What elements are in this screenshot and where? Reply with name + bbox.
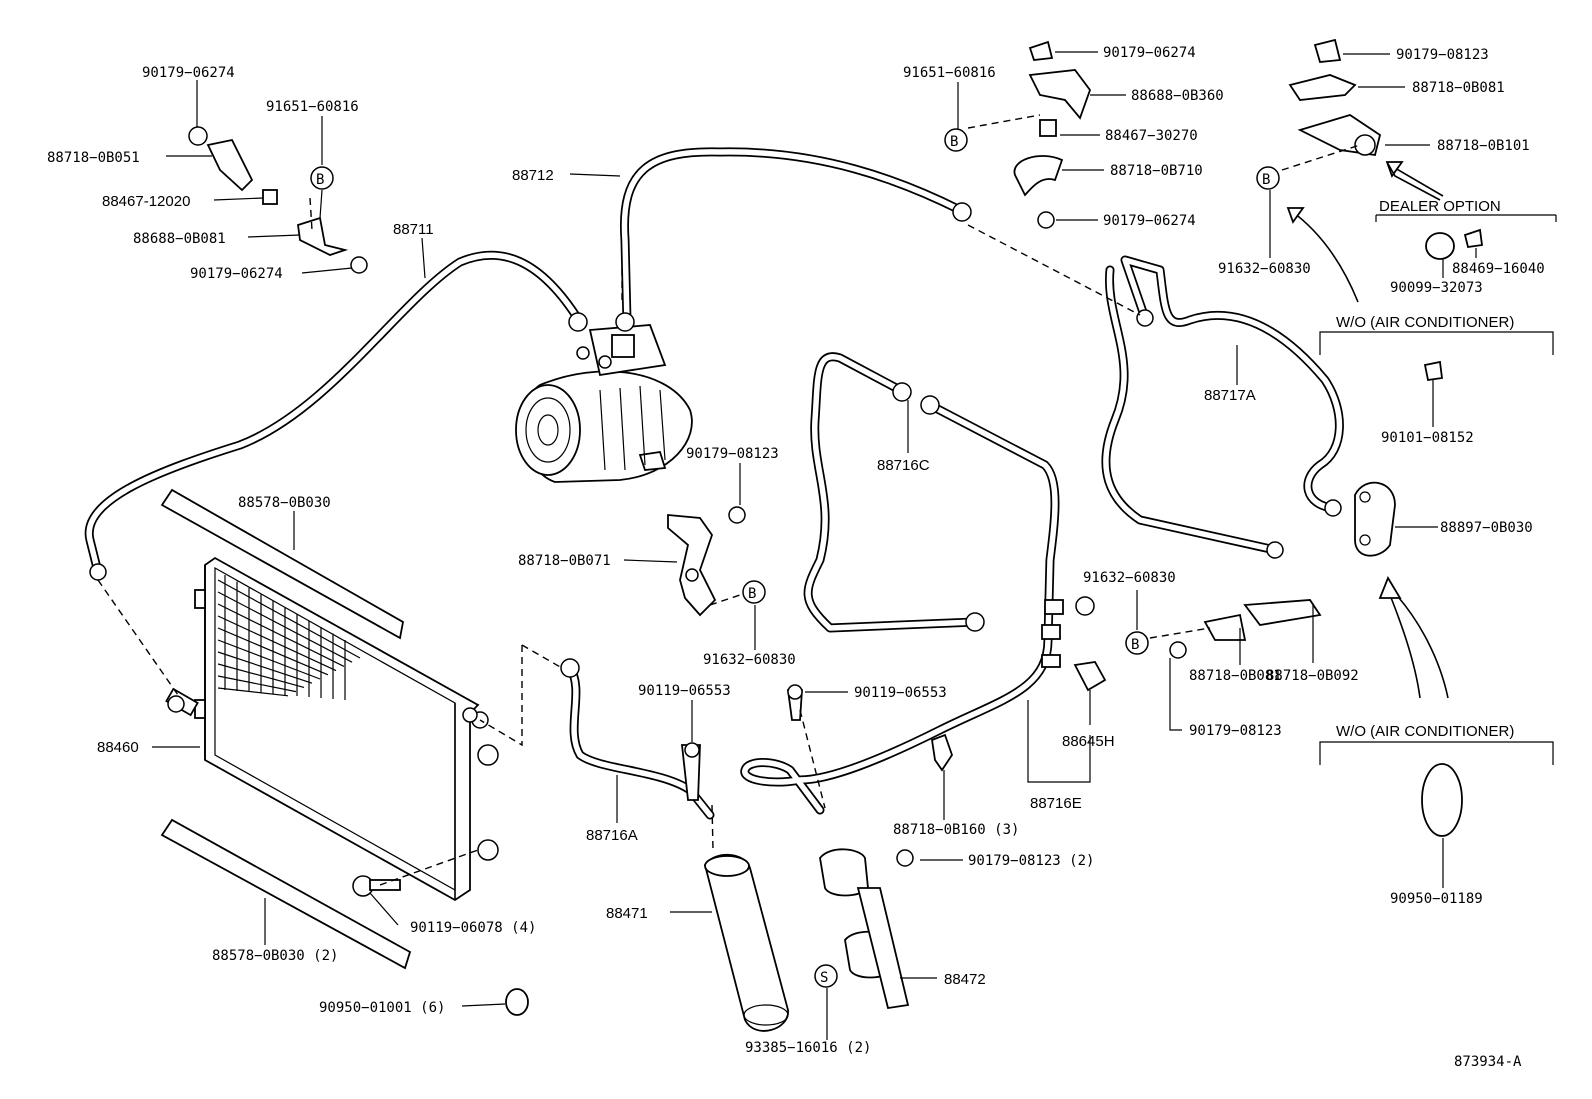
leader-lines [97,51,1557,1040]
label-88469-16040: 88469−16040 [1452,261,1545,277]
condenser-grid [217,575,361,700]
label-88718-0B081-r: 88718−0B081 [1412,80,1505,96]
callout-s: S [814,964,838,988]
label-90119-06078-4: 90119−06078 (4) [410,920,536,936]
label-90179-06274-l2: 90179−06274 [190,266,283,282]
label-88711: 88711 [393,221,434,238]
label-88718-0B071: 88718−0B071 [518,553,611,569]
label-88472: 88472 [944,971,986,988]
label-90179-06274-tl: 90179−06274 [142,65,235,81]
label-91651-60816-t: 91651−60816 [903,65,996,81]
label-88645H: 88645H [1062,733,1115,750]
label-88717A: 88717A [1204,387,1256,404]
label-90101-08152: 90101−08152 [1381,430,1474,446]
label-88716A: 88716A [586,827,638,844]
callout-b-3: B [944,128,968,152]
label-90950-01189: 90950−01189 [1390,891,1483,907]
label-90179-06274-t2: 90179−06274 [1103,213,1196,229]
label-88712: 88712 [512,167,554,184]
label-91632-60830-m: 91632−60830 [1083,570,1176,586]
pipes [84,147,1344,820]
label-88718-0B710: 88718−0B710 [1110,163,1203,179]
label-90179-08123-c: 90179−08123 [686,446,779,462]
label-90179-08123-r: 90179−08123 [1396,47,1489,63]
diagram-id: 873934-A [1454,1054,1522,1070]
receiver-dryer [704,848,910,1032]
callout-b-1: B [310,166,334,190]
small-parts [188,38,1484,1016]
label-91632-60830-c: 91632−60830 [703,652,796,668]
svg-text:B: B [748,586,756,602]
label-90179-06274-t: 90179−06274 [1103,45,1196,61]
svg-text:B: B [316,172,324,188]
label-88716C: 88716C [877,457,930,474]
label-88718-0B051: 88718−0B051 [47,150,140,166]
label-90950-01001-6: 90950−01001 (6) [319,1000,445,1016]
label-90119-06553-l: 90119−06553 [638,683,731,699]
svg-text:B: B [950,134,958,150]
wo-ac-heading-2: W/O (AIR CONDITIONER) [1336,723,1514,740]
svg-text:S: S [820,970,828,986]
label-88718-0B092: 88718−0B092 [1266,668,1359,684]
label-88718-0B160-3: 88718−0B160 (3) [893,822,1019,838]
label-91651-60816-l: 91651−60816 [266,99,359,115]
label-90179-08123-m: 90179−08123 [1189,723,1282,739]
condenser [160,488,499,970]
label-88688-0B360: 88688−0B360 [1131,88,1224,104]
label-91632-60830-r: 91632−60830 [1218,261,1311,277]
label-90119-06553-r: 90119−06553 [854,685,947,701]
callout-b-2: B [742,580,766,604]
label-93385-16016-2: 93385−16016 (2) [745,1040,871,1056]
label-88471: 88471 [606,905,648,922]
label-88718-0B081-m: 88718−0B081 [1189,668,1282,684]
dealer-option-heading: DEALER OPTION [1379,198,1501,215]
label-88460: 88460 [97,739,139,756]
callout-b-5: B [1256,166,1280,190]
label-90099-32073: 90099−32073 [1390,280,1483,296]
svg-text:B: B [1262,172,1270,188]
label-88897-0B030: 88897−0B030 [1440,520,1533,536]
label-88467-30270: 88467−30270 [1105,128,1198,144]
svg-text:B: B [1131,637,1139,653]
label-90179-08123-2: 90179−08123 (2) [968,853,1094,869]
label-88688-0B081: 88688−0B081 [133,231,226,247]
label-88467-12020: 88467-12020 [102,193,190,210]
part-labels: 90179−06274 91651−60816 88718−0B051 8846… [47,45,1545,1070]
label-88718-0B101: 88718−0B101 [1437,138,1530,154]
label-88578-0B030: 88578−0B030 [238,495,331,511]
wo-ac-heading-1: W/O (AIR CONDITIONER) [1336,314,1514,331]
callout-b-4: B [1125,631,1149,655]
label-88716E: 88716E [1030,795,1082,812]
label-88578-0B030-2: 88578−0B030 (2) [212,948,338,964]
compressor [515,324,693,483]
